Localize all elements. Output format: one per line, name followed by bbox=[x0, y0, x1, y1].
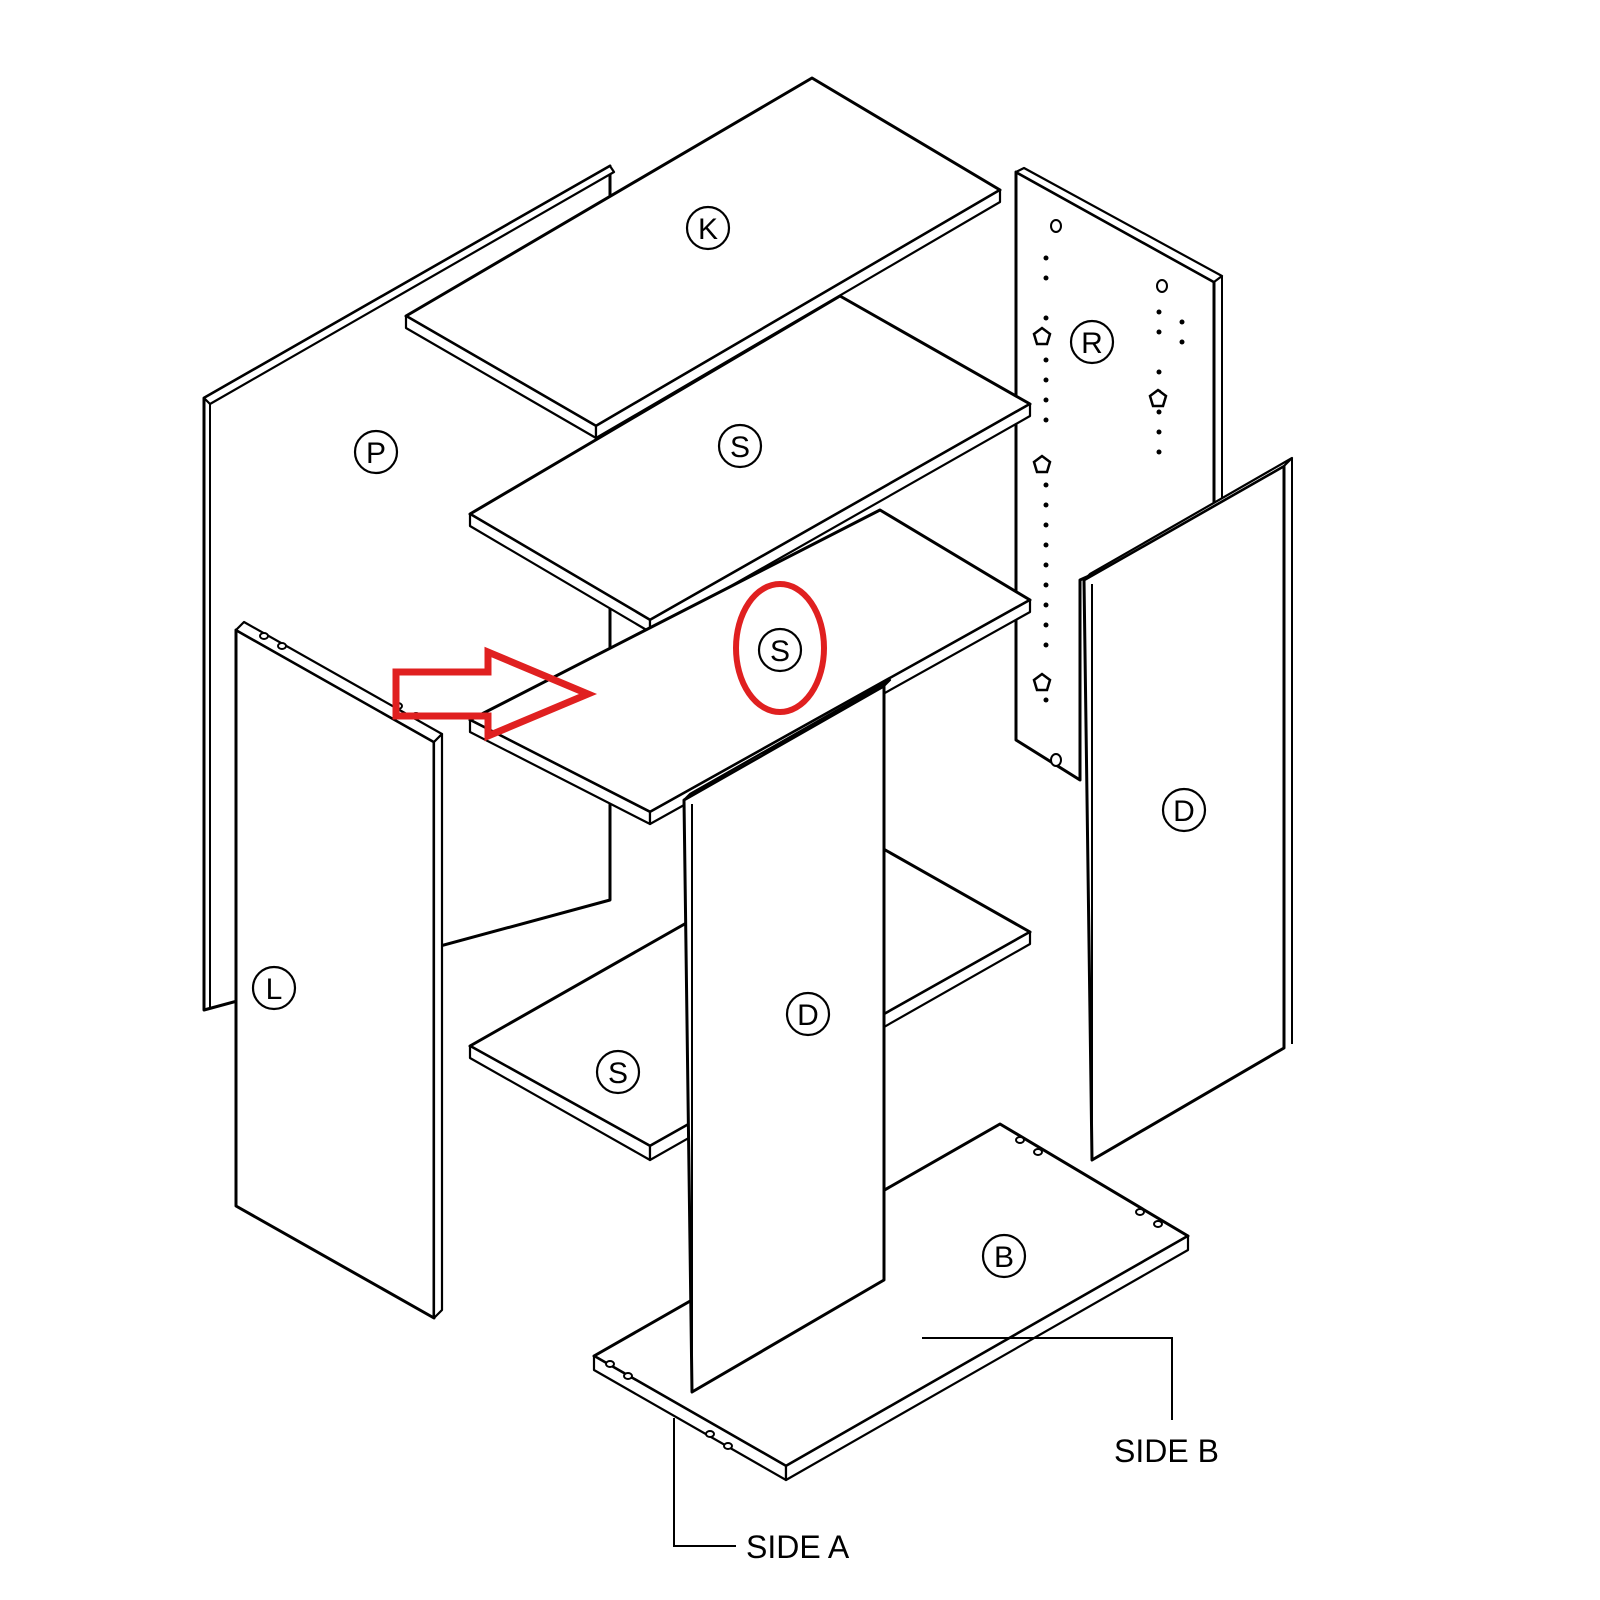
side-panel-l: L bbox=[234, 620, 444, 1320]
part-label-s-middle: S bbox=[770, 635, 790, 668]
top-panel-k: K bbox=[404, 76, 1002, 440]
shelf-pin-icon bbox=[1032, 326, 1168, 692]
part-label-s-lower: S bbox=[608, 1057, 628, 1090]
part-label-s-middle-circle bbox=[757, 627, 803, 673]
part-label-s-lower-circle bbox=[595, 1049, 641, 1095]
callout-side-b: SIDE B bbox=[922, 1337, 1219, 1469]
part-label-r: R bbox=[1081, 327, 1103, 360]
part-label-k: K bbox=[698, 213, 718, 246]
part-label-d-right: D bbox=[1173, 795, 1195, 828]
part-label-l: L bbox=[266, 973, 283, 1006]
part-label-d-front-circle bbox=[785, 991, 831, 1037]
part-label-b-circle bbox=[981, 1233, 1027, 1279]
part-label-s-upper: S bbox=[730, 431, 750, 464]
side-panel-r: R bbox=[1014, 166, 1224, 782]
part-label-s-upper-circle bbox=[717, 423, 763, 469]
part-label-p-circle bbox=[353, 429, 399, 475]
part-label-d-front: D bbox=[797, 999, 819, 1032]
highlight-ellipse bbox=[733, 581, 827, 715]
side-b-label: SIDE B bbox=[1114, 1433, 1219, 1469]
part-label-d-right-circle bbox=[1161, 787, 1207, 833]
part-label-k-circle bbox=[685, 205, 731, 251]
shelf-s-upper: S bbox=[468, 294, 1032, 634]
side-a-label: SIDE A bbox=[746, 1529, 850, 1565]
bottom-panel-b: B bbox=[592, 1122, 1190, 1482]
part-label-b: B bbox=[994, 1241, 1014, 1274]
red-arrow-icon bbox=[392, 646, 598, 742]
callout-side-a: SIDE A bbox=[673, 1418, 850, 1565]
door-panel-d-front: D bbox=[682, 678, 892, 1394]
part-label-l-circle bbox=[251, 965, 297, 1011]
door-panel-d-right: D bbox=[1082, 456, 1294, 1162]
part-label-r-circle bbox=[1069, 319, 1115, 365]
part-label-p: P bbox=[366, 437, 386, 470]
